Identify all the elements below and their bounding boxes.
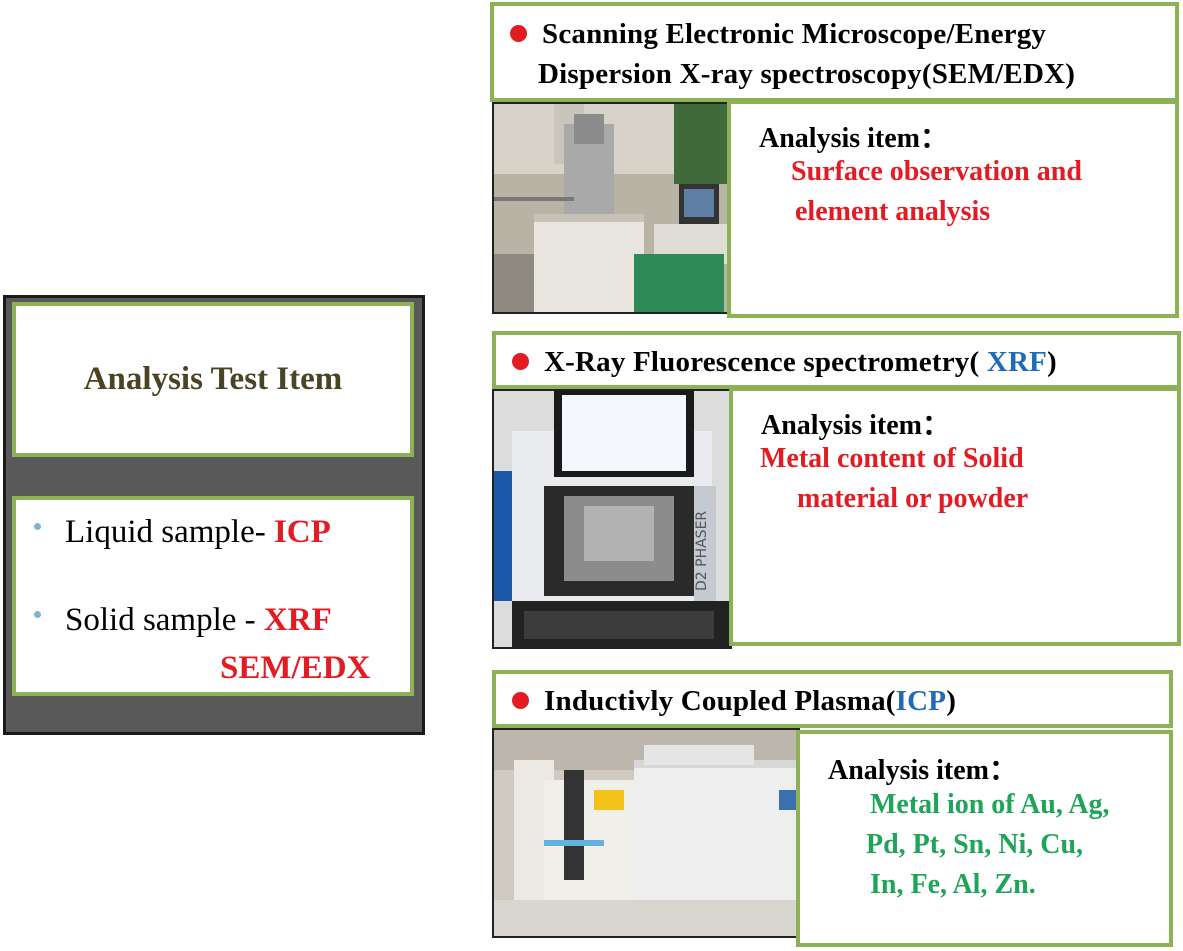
xrf-item-line2: material or powder xyxy=(797,483,1029,514)
icp-item-line2: Pd, Pt, Sn, Ni, Cu, xyxy=(866,829,1084,860)
red-dot-icon xyxy=(510,24,527,42)
xrf-item-label: Analysis item： xyxy=(761,410,951,441)
xrf-header-suffix: ) xyxy=(1047,346,1057,378)
xrf-header-row: X-Ray Fluorescence spectrometry( XRF) xyxy=(512,346,1057,379)
sem-item-line2: element analysis xyxy=(795,196,991,227)
xrf-header-abbr: XRF xyxy=(986,346,1047,378)
icp-item-line1: Metal ion of Au, Ag, xyxy=(870,789,1110,820)
icp-analysis-box: Analysis item： Metal ion of Au, Ag, Pd, … xyxy=(796,730,1173,947)
sem-header-line1: Scanning Electronic Microscope/Energy xyxy=(542,18,1047,50)
sem-item-line1: Surface observation and xyxy=(791,156,1082,187)
icp-header-abbr: ICP xyxy=(895,685,947,717)
bullet-icon xyxy=(34,522,41,530)
sem-photo xyxy=(492,102,732,314)
xrf-header: X-Ray Fluorescence spectrometry( XRF) xyxy=(492,331,1181,389)
list-item-liquid: Liquid sample- ICP xyxy=(34,514,331,551)
icp-photo xyxy=(492,728,800,938)
sem-item-label: Analysis item： xyxy=(759,123,949,154)
xrf-machine-text: D2 PHASER xyxy=(694,511,710,591)
liquid-method: ICP xyxy=(273,514,331,550)
sem-header-line1-row: Scanning Electronic Microscope/Energy xyxy=(510,18,1046,51)
icp-item-label: Analysis item： xyxy=(828,755,1018,786)
panel-title: Analysis Test Item xyxy=(12,302,414,457)
xrf-header-prefix: X-Ray Fluorescence spectrometry( xyxy=(544,346,987,378)
icp-header-suffix: ) xyxy=(946,685,957,717)
bullet-icon xyxy=(34,610,41,618)
sem-analysis-box: Analysis item： Surface observation and e… xyxy=(727,100,1179,318)
liquid-label: Liquid sample- xyxy=(65,514,274,550)
icp-item-line3: In, Fe, Al, Zn. xyxy=(870,869,1036,900)
solid-method-2: SEM/EDX xyxy=(220,650,371,686)
icp-header-row: Inductivly Coupled Plasma(ICP) xyxy=(512,685,956,718)
solid-method: XRF xyxy=(263,602,332,638)
list-item-solid: Solid sample - XRF xyxy=(34,602,332,639)
sample-list: Liquid sample- ICP Solid sample - XRF SE… xyxy=(12,496,414,696)
icp-header-prefix: Inductivly Coupled Plasma( xyxy=(544,685,896,717)
xrf-analysis-box: Analysis item： Metal content of Solid ma… xyxy=(729,387,1181,646)
solid-label: Solid sample - xyxy=(65,602,264,638)
red-dot-icon xyxy=(512,691,529,709)
red-dot-icon xyxy=(512,352,529,370)
xrf-photo: D2 PHASER xyxy=(492,389,732,649)
sem-header-line2: Dispersion X-ray spectroscopy(SEM/EDX) xyxy=(538,58,1076,90)
sem-header: Scanning Electronic Microscope/Energy Di… xyxy=(490,2,1179,102)
icp-header: Inductivly Coupled Plasma(ICP) xyxy=(492,670,1173,728)
xrf-item-line1: Metal content of Solid xyxy=(760,443,1024,474)
